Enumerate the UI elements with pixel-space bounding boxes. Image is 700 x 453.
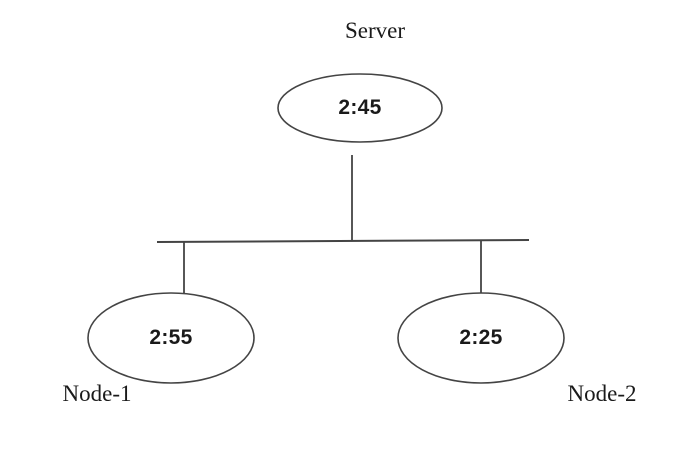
node2-time-value: 2:25 [459, 326, 503, 349]
node1-ellipse [87, 292, 255, 384]
network-bus-line [156, 239, 530, 243]
node2-ellipse [397, 292, 565, 384]
node1-caption: Node-1 [62, 381, 132, 406]
node2-caption: Node-2 [567, 381, 637, 406]
server-time-value: 2:45 [338, 96, 382, 119]
server-caption: Server [344, 18, 406, 43]
node1-time-value: 2:55 [149, 326, 193, 349]
server-ellipse [277, 73, 443, 143]
